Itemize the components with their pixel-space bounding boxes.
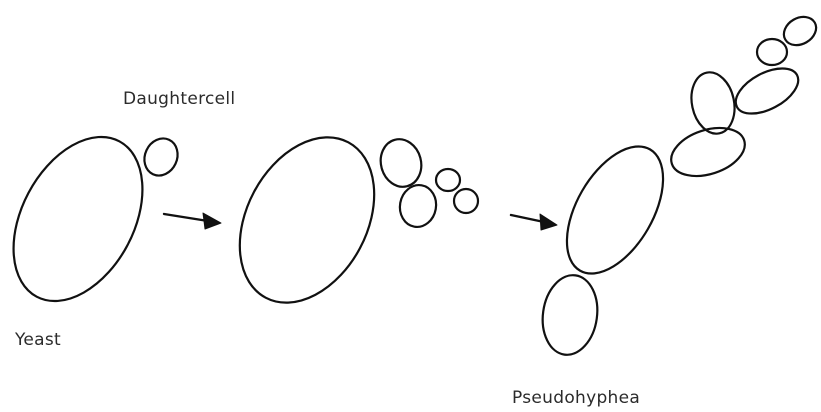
bud-small-middle — [436, 169, 460, 191]
daughter-cell-bud — [138, 133, 183, 181]
bud-small-right — [454, 189, 478, 213]
arrow-1 — [164, 213, 221, 229]
arrow-1-shaft — [164, 214, 208, 221]
pseudohyphae-stage — [538, 11, 821, 358]
budding-mother-cell — [213, 114, 402, 326]
arrow-1-head — [203, 213, 221, 229]
pseudohypha-diagonal-cell — [729, 59, 806, 123]
budding-stage — [213, 114, 478, 326]
yeast-stage — [0, 115, 184, 323]
bud-lower — [397, 182, 440, 230]
arrow-2-shaft — [511, 215, 544, 222]
pseudohypha-small-cell — [757, 39, 787, 65]
arrow-2 — [511, 214, 557, 230]
yeast-mother-cell — [0, 115, 169, 323]
pseudohypha-bottom-cell — [538, 272, 603, 359]
pseudohypha-middle-cell — [665, 119, 751, 184]
pseudohypha-elongated-cell — [547, 130, 683, 289]
bud-large-upper — [375, 135, 426, 192]
arrow-2-head — [540, 214, 557, 230]
